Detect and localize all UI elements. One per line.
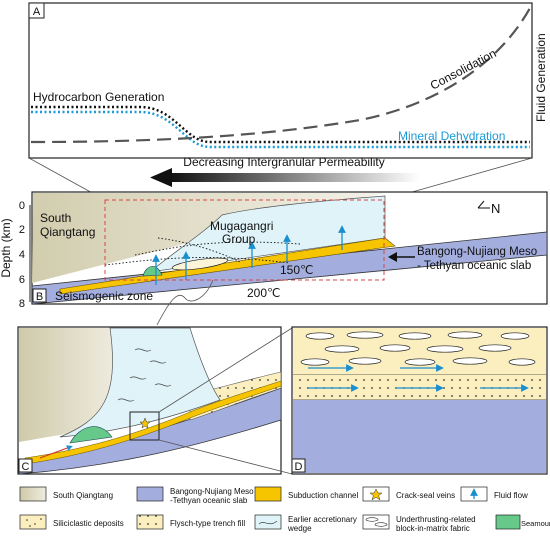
panel-d: D [291, 326, 548, 475]
north-arrow: N [477, 200, 500, 216]
south-qiangtang-line2: Qiangtang [40, 225, 95, 239]
legend-label-star: Crack-seal veins [396, 491, 455, 500]
legend-label-arrow: Fluid flow [494, 491, 528, 500]
legend-label-seamount: Seamount [521, 519, 550, 528]
legend-swatch-block [362, 514, 390, 530]
zoom-box-c [129, 411, 160, 441]
fluid-generation-label: Fluid Generation [534, 33, 548, 122]
subduction-channel-b [59, 237, 396, 295]
temp-200-label: 200℃ [247, 286, 281, 300]
legend-swatch-channel [254, 486, 282, 502]
legend-label-wedge-2: wedge [287, 524, 312, 533]
legend-swatch-flysch [136, 514, 164, 530]
panel-c: C [17, 326, 282, 475]
legend-label-block-2: block-in-matrix fabric [396, 524, 470, 533]
panel-c-letter: C [22, 461, 30, 473]
depth-tick-2: 2 [19, 224, 25, 236]
panel-b: B South Qiangtang Mugagangri Group 150℃ … [31, 191, 548, 305]
fluid-flow-arrows-d [308, 364, 529, 392]
seamount-c [69, 426, 113, 444]
oceanic-slab-b [31, 231, 548, 305]
legend: South Qiangtang Bangong-Nujiang Meso -Te… [19, 486, 550, 533]
slab-label-line2: - Tethyan oceanic slab [417, 260, 531, 272]
mugagangri-line1: Mugagangri [210, 219, 273, 233]
subduction-channel-c [24, 380, 282, 465]
depth-tick-4: 4 [19, 249, 25, 261]
seismogenic-label: Seismogenic zone [55, 289, 153, 303]
hydrocarbon-label: Hydrocarbon Generation [33, 90, 164, 104]
mugagangri-line2: Group [222, 232, 256, 246]
panel-a-letter: A [33, 6, 41, 18]
legend-swatch-seamount [495, 514, 521, 530]
fluid-flow-arrows-b [152, 225, 346, 285]
legend-label-channel: Subduction channel [288, 491, 359, 500]
star-icon [369, 488, 383, 501]
south-qiangtang-b [32, 193, 385, 283]
block-lenses-d [300, 331, 536, 366]
north-label: N [491, 201, 500, 216]
depth-axis-label: Depth (km) [0, 218, 13, 277]
depth-tick-0: 0 [19, 200, 25, 212]
legend-swatch-qiangtang [19, 486, 47, 502]
depth-tick-6: 6 [19, 274, 25, 286]
zoom-box-b [104, 199, 385, 281]
legend-label-slab-1: Bangong-Nujiang Meso [170, 487, 254, 496]
slab-label-line1: Bangong-Nujiang Meso [417, 246, 537, 258]
legend-label-wedge-1: Earlier accretionary [288, 515, 357, 524]
legend-label-flysch: Flysch-type trench fill [170, 519, 245, 528]
legend-swatch-wedge [254, 514, 282, 530]
legend-swatch-slab [136, 486, 164, 502]
mineral-label: Mineral Dehydration [398, 129, 505, 143]
south-qiangtang-c [19, 328, 117, 442]
legend-label-qiangtang: South Qiangtang [53, 491, 113, 500]
panel-a: A Hydrocarbon Generation Consolidation M… [28, 2, 548, 159]
accretionary-wedge-c [59, 327, 221, 438]
permeability-label: Decreasing Intergranular Permeability [183, 155, 384, 169]
seamount-b [142, 266, 163, 277]
panel-b-letter: B [36, 291, 43, 303]
temp-150-label: 150℃ [280, 263, 314, 277]
oceanic-slab-d [293, 400, 546, 473]
legend-label-slab-2: -Tethyan oceanic slab [170, 496, 248, 505]
legend-swatch-silici [19, 514, 47, 530]
permeability-arrow [150, 168, 420, 187]
legend-label-silici: Siliciclastic deposits [53, 519, 124, 528]
panel-d-letter: D [295, 461, 303, 473]
consolidation-curve [30, 7, 531, 144]
legend-label-block-1: Underthrusting-related [396, 515, 476, 524]
accretionary-wedge-b [148, 195, 386, 273]
south-qiangtang-line1: South [40, 211, 71, 225]
depth-tick-8: 8 [19, 298, 25, 310]
depth-axis: 0 2 4 6 8 Depth (km) [0, 200, 31, 310]
